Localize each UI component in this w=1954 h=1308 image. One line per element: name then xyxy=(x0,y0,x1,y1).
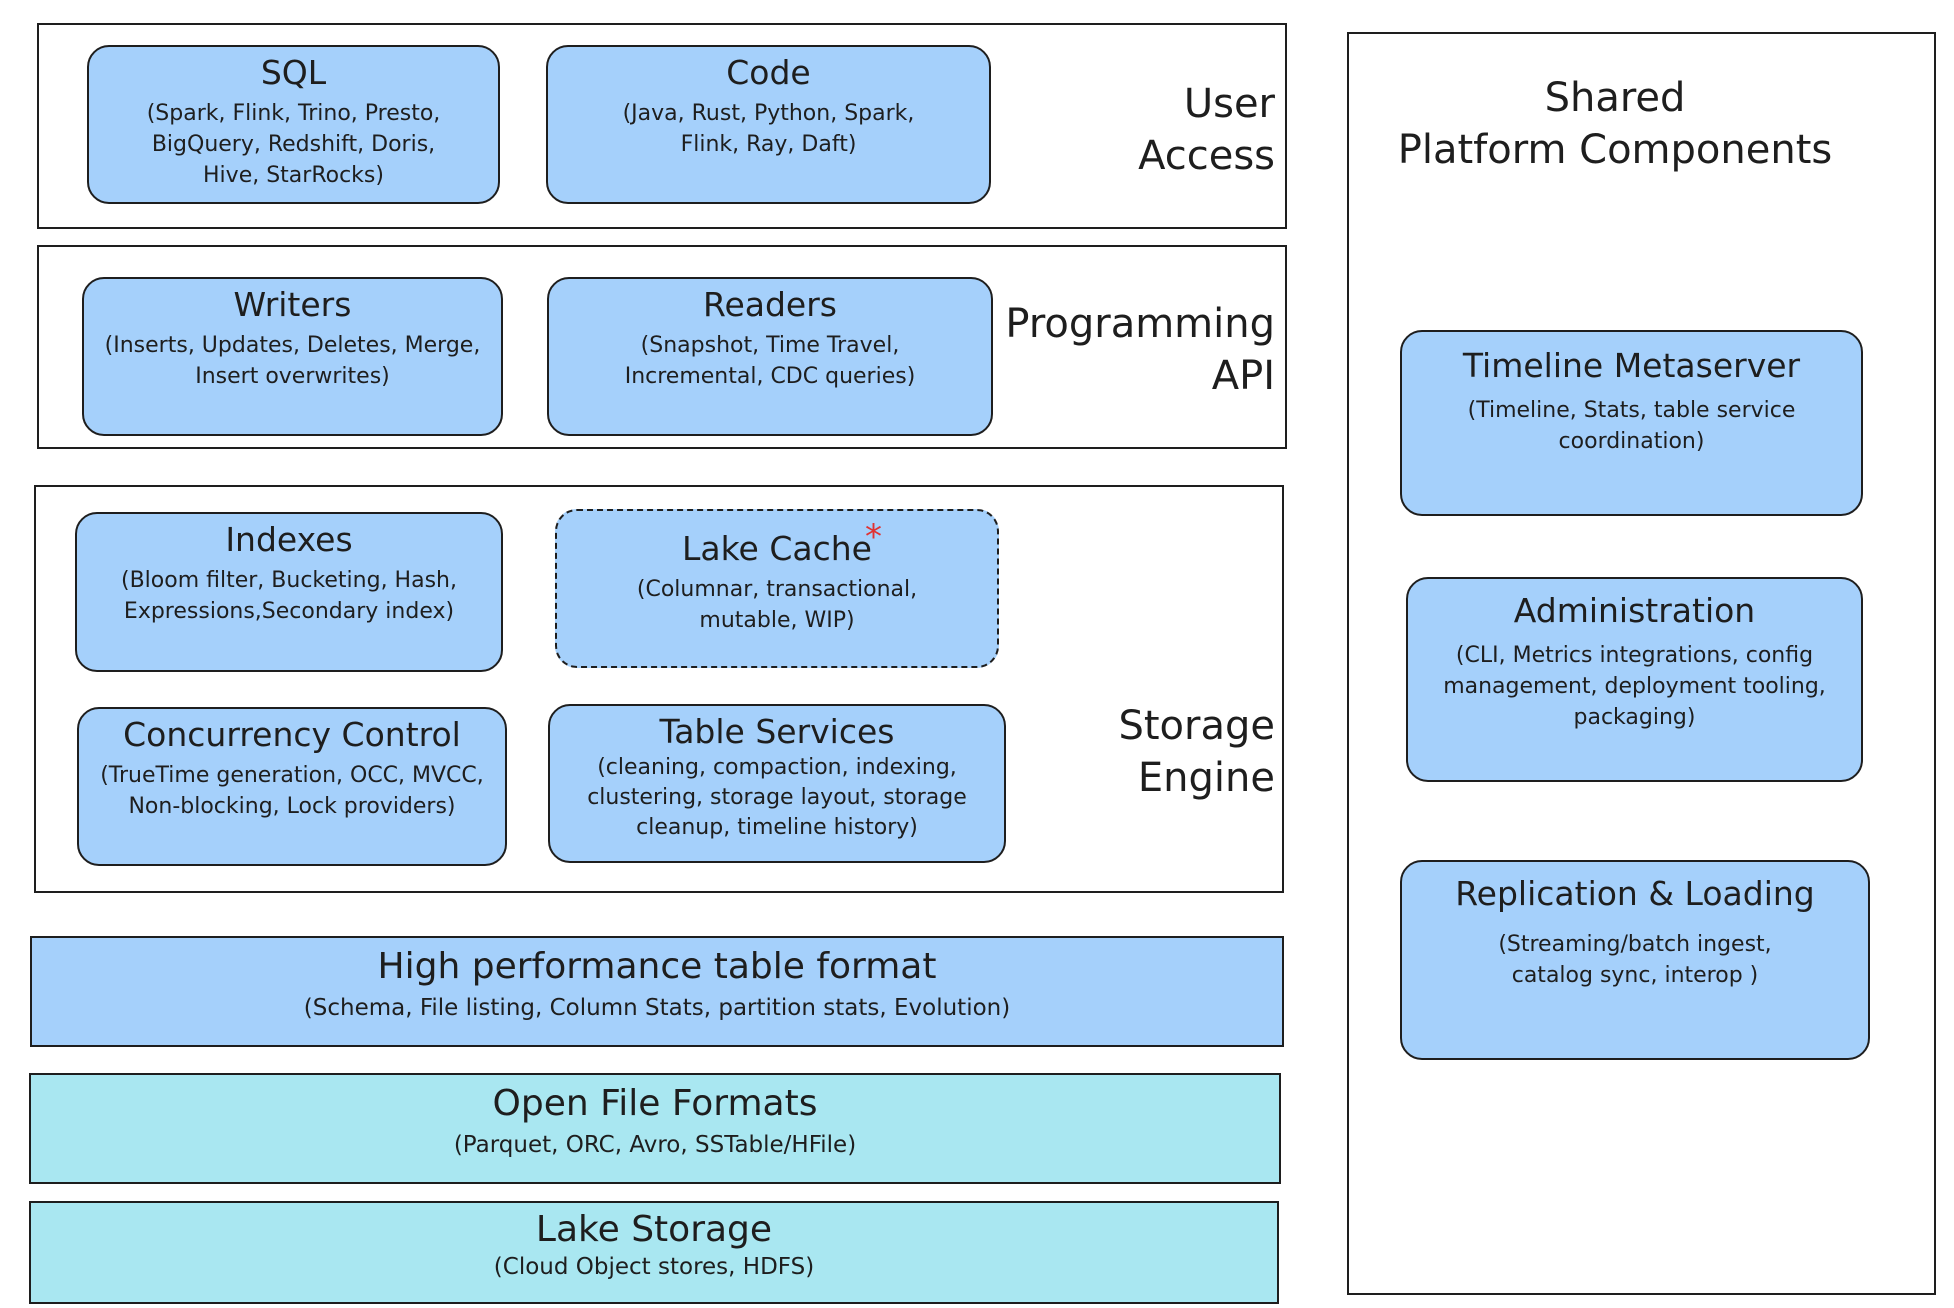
indexes-title: Indexes xyxy=(225,520,353,559)
table-services-title: Table Services xyxy=(659,712,895,751)
open-file-formats-title: Open File Formats xyxy=(492,1083,818,1124)
replication-box: Replication & Loading (Streaming/batch i… xyxy=(1400,860,1870,1060)
administration-desc: (CLI, Metrics integrations, config manag… xyxy=(1443,643,1826,730)
open-file-formats-band: Open File Formats (Parquet, ORC, Avro, S… xyxy=(29,1073,1281,1184)
programming-api-label: Programming API xyxy=(1005,301,1275,399)
table-format-title: High performance table format xyxy=(377,946,937,987)
writers-box: Writers (Inserts, Updates, Deletes, Merg… xyxy=(82,277,503,436)
indexes-desc: (Bloom filter, Bucketing, Hash, Expressi… xyxy=(121,568,457,624)
lake-storage-desc: (Cloud Object stores, HDFS) xyxy=(493,1254,815,1280)
concurrency-control-desc: (TrueTime generation, OCC, MVCC, Non-blo… xyxy=(100,763,484,819)
sql-desc: (Spark, Flink, Trino, Presto, BigQuery, … xyxy=(146,101,441,188)
sql-box: SQL (Spark, Flink, Trino, Presto, BigQue… xyxy=(87,45,500,204)
timeline-metaserver-desc: (Timeline, Stats, table service coordina… xyxy=(1467,398,1796,454)
timeline-metaserver-title: Timeline Metaserver xyxy=(1462,346,1801,385)
table-format-desc: (Schema, File listing, Column Stats, par… xyxy=(303,995,1011,1021)
timeline-metaserver-box: Timeline Metaserver (Timeline, Stats, ta… xyxy=(1400,330,1863,516)
writers-desc: (Inserts, Updates, Deletes, Merge, Inser… xyxy=(104,333,481,389)
storage-engine-label: Storage Engine xyxy=(1118,703,1275,801)
replication-desc: (Streaming/batch ingest, catalog sync, i… xyxy=(1498,932,1772,988)
sql-title: SQL xyxy=(260,53,327,92)
open-file-formats-desc: (Parquet, ORC, Avro, SSTable/HFile) xyxy=(453,1132,857,1158)
user-access-label: User Access xyxy=(1138,81,1275,179)
writers-title: Writers xyxy=(233,285,352,324)
administration-box: Administration (CLI, Metrics integration… xyxy=(1406,577,1863,782)
administration-title: Administration xyxy=(1513,591,1756,630)
lake-storage-band: Lake Storage (Cloud Object stores, HDFS) xyxy=(29,1201,1279,1304)
readers-box: Readers (Snapshot, Time Travel, Incremen… xyxy=(547,277,993,436)
lake-cache-desc: (Columnar, transactional, mutable, WIP) xyxy=(636,577,918,633)
concurrency-control-title: Concurrency Control xyxy=(123,715,461,754)
readers-desc: (Snapshot, Time Travel, Incremental, CDC… xyxy=(624,333,916,389)
lake-cache-title: Lake Cache xyxy=(682,529,872,568)
lake-storage-title: Lake Storage xyxy=(535,1209,773,1250)
readers-title: Readers xyxy=(703,285,837,324)
table-services-box: Table Services (cleaning, compaction, in… xyxy=(548,704,1006,863)
lake-cache-box: Lake Cache (Columnar, transactional, mut… xyxy=(555,509,999,668)
table-services-desc: (cleaning, compaction, indexing, cluster… xyxy=(587,755,967,840)
code-box: Code (Java, Rust, Python, Spark, Flink, … xyxy=(546,45,991,204)
wip-marker: * xyxy=(865,517,882,557)
code-title: Code xyxy=(726,53,811,92)
replication-title: Replication & Loading xyxy=(1455,874,1815,913)
platform-label: Shared Platform Components xyxy=(1397,75,1833,173)
code-desc: (Java, Rust, Python, Spark, Flink, Ray, … xyxy=(622,101,915,157)
table-format-band: High performance table format (Schema, F… xyxy=(30,936,1284,1047)
indexes-box: Indexes (Bloom filter, Bucketing, Hash, … xyxy=(75,512,503,672)
concurrency-control-box: Concurrency Control (TrueTime generation… xyxy=(77,707,507,866)
